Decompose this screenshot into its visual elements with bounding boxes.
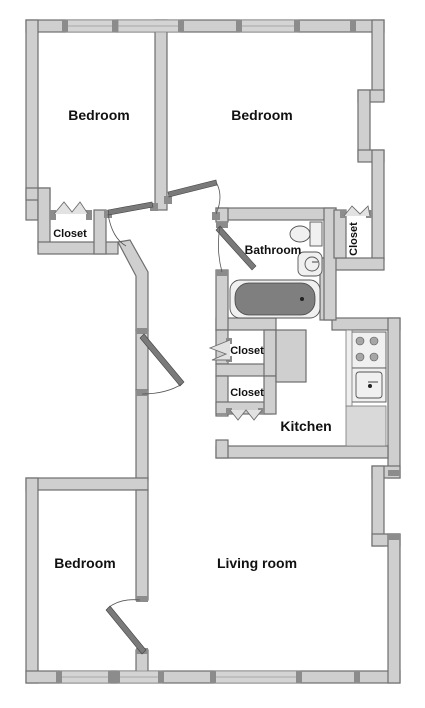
door-bedroom-3 xyxy=(105,596,148,655)
window-top-4 xyxy=(350,20,356,32)
room-label-bedroom-2: Bedroom xyxy=(231,107,292,123)
counter-icon xyxy=(345,329,353,407)
closet-door-3 xyxy=(226,408,264,421)
window-top-1 xyxy=(62,19,118,33)
toilet-icon xyxy=(289,221,323,247)
room-label-closet-2: Closet xyxy=(230,345,264,357)
window-bottom-3 xyxy=(210,670,302,684)
room-label-closet-3: Closet xyxy=(230,387,264,399)
door-bathroom xyxy=(215,222,257,276)
walls xyxy=(25,19,401,684)
sink-icon xyxy=(297,251,323,277)
room-label-bathroom: Bathroom xyxy=(245,243,302,257)
window-bottom-2 xyxy=(114,670,164,684)
kitchen-sink-icon xyxy=(349,367,387,403)
closet-door-2 xyxy=(208,338,232,362)
room-label-living-room: Living room xyxy=(217,555,297,571)
room-label-bedroom-3: Bedroom xyxy=(54,555,115,571)
bathtub-icon xyxy=(229,279,321,319)
room-label-kitchen: Kitchen xyxy=(280,418,331,434)
window-top-2 xyxy=(117,19,184,33)
stove-icon xyxy=(349,331,387,369)
window-bottom-1 xyxy=(56,670,114,684)
doors xyxy=(50,179,372,655)
window-bottom-4 xyxy=(354,671,360,683)
kitchen-fixtures xyxy=(345,329,387,447)
window-top-3 xyxy=(236,19,300,33)
room-labels: Bedroom Bedroom Bedroom Living room Kitc… xyxy=(53,107,360,571)
closet-door-4 xyxy=(340,205,372,218)
door-bedroom-2 xyxy=(164,179,221,220)
door-bedroom-1 xyxy=(104,201,158,247)
refrigerator-icon xyxy=(345,405,387,447)
windows xyxy=(56,19,400,684)
door-hallway xyxy=(136,328,185,396)
bathroom-fixtures xyxy=(229,221,323,319)
room-label-closet-4: Closet xyxy=(348,222,360,256)
room-label-closet-1: Closet xyxy=(53,228,87,240)
closet-door-1 xyxy=(50,201,92,220)
room-label-bedroom-1: Bedroom xyxy=(68,107,129,123)
